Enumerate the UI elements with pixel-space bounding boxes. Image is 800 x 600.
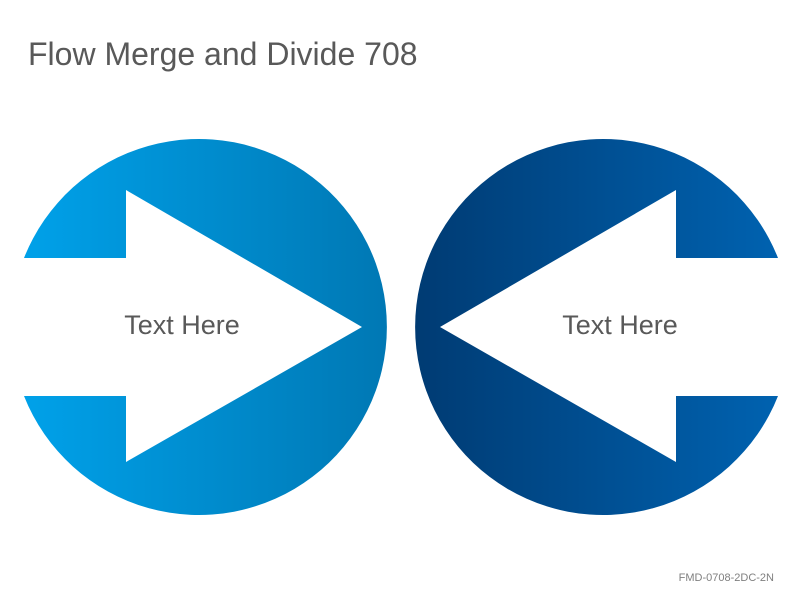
- left-circle-arrow-shape: [24, 139, 387, 516]
- footer-code: FMD-0708-2DC-2N: [678, 572, 774, 584]
- right-text-label: Text Here: [562, 310, 678, 340]
- left-text-label: Text Here: [124, 310, 240, 340]
- right-circle-arrow-shape: [415, 139, 778, 516]
- slide-title: Flow Merge and Divide 708: [28, 36, 418, 72]
